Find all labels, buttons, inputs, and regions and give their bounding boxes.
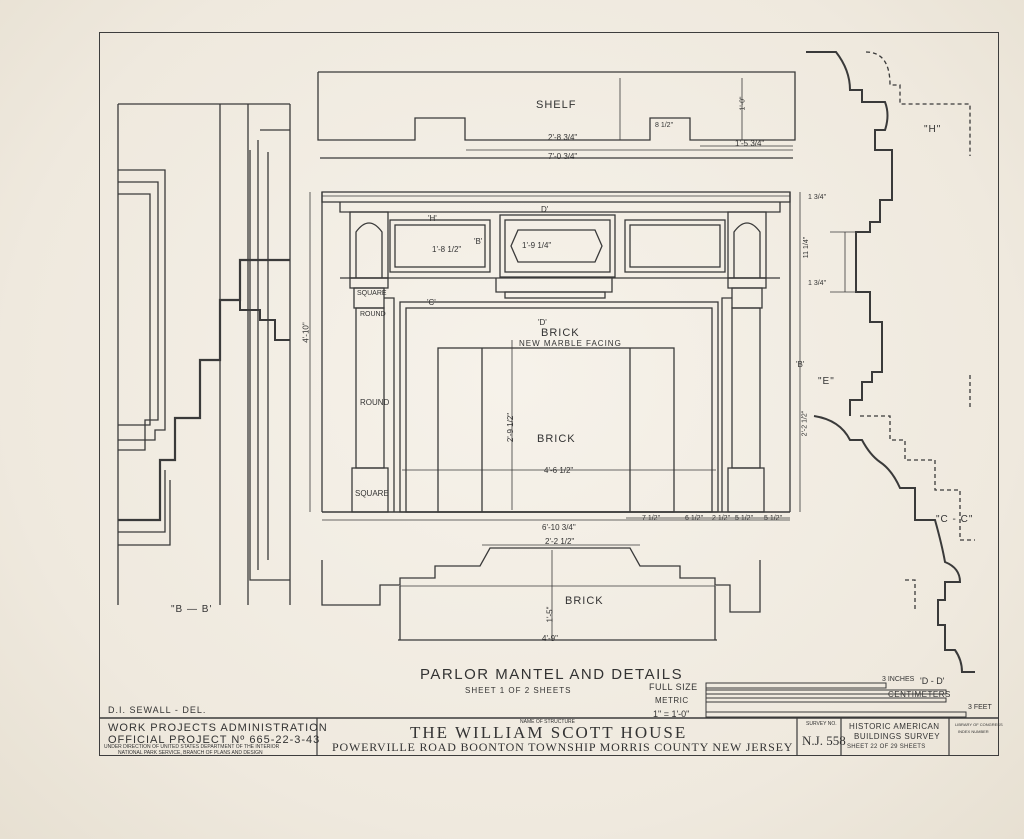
dim-shelf-width: 7'-0 3/4" [548, 152, 578, 161]
mark-c: 'C' [427, 298, 436, 307]
habs-line-1: HISTORIC AMERICAN [849, 722, 940, 731]
square-top-label: SQUARE [357, 290, 387, 297]
mark-b: 'B' [474, 237, 483, 246]
dim-shelf-height: 1'-0" [739, 96, 747, 111]
dim-bottom-4: 5 1/2" [764, 515, 783, 522]
library-line-2: INDEX NUMBER [958, 729, 989, 734]
dim-bottom-3: 5 1/2" [735, 515, 754, 522]
dim-right-3: 1 3/4" [808, 280, 827, 287]
mark-b-right: 'B' [796, 360, 805, 369]
title-block-lines [99, 717, 999, 756]
library-line-1: LIBRARY OF CONGRESS [955, 722, 1003, 727]
round-top-label: ROUND [360, 311, 386, 318]
dim-right-2: 11 1/4" [803, 236, 811, 259]
habs-line-2: BUILDINGS SURVEY [854, 732, 941, 741]
dim-plan-depth: 1'-5" [545, 606, 555, 623]
mark-d-top: D' [541, 205, 549, 214]
marble-facing-label: NEW MARBLE FACING [519, 339, 622, 348]
agency-line-4: NATIONAL PARK SERVICE, BRANCH OF PLANS A… [118, 750, 263, 756]
dim-overall-width: 6'-10 3/4" [542, 523, 576, 532]
scale-full-size: FULL SIZE [649, 682, 698, 692]
agency-line-1: WORK PROJECTS ADMINISTRATION [108, 722, 328, 734]
hearth-plan-drawing [321, 544, 761, 641]
sheet-title: PARLOR MANTEL AND DETAILS [420, 666, 684, 683]
section-bb-label: "B — B' [171, 604, 213, 615]
dim-opening-height: 2'-9 1/2" [506, 412, 516, 443]
brick-center-label: BRICK [537, 433, 576, 445]
dim-bottom-1: 6 1/2" [685, 515, 704, 522]
scale-metric-ratio: 1" = 1'-0" [653, 709, 690, 719]
dim-bottom-2: 2 1/2" [712, 515, 731, 522]
scale-feet: 3 FEET [968, 704, 992, 711]
shelf-plan-drawing [317, 71, 796, 159]
habs-sheet-of: SHEET 22 OF 29 SHEETS [847, 744, 926, 750]
dim-right-4: 2'-2 1/2" [801, 410, 809, 437]
moulding-profile-cc [813, 375, 975, 673]
agency-line-2: OFFICIAL PROJECT Nº 665-22-3-43 [108, 734, 321, 746]
delineator: D.I. SEWALL - DEL. [108, 705, 207, 715]
survey-number: N.J. 558 [802, 733, 846, 748]
dim-shelf-depth: 2'-8 3/4" [548, 133, 578, 142]
scale-bars [705, 682, 967, 718]
dim-plan-top: 2'-2 1/2" [545, 537, 575, 546]
scale-metric: METRIC [655, 696, 689, 705]
section-h-label: "H" [924, 124, 942, 135]
dim-panel-center: 1'-9 1/4" [522, 241, 552, 250]
dim-shelf-side: 1'-5 3/4" [735, 139, 765, 148]
drawing-border [99, 32, 999, 756]
dim-plan-bottom: 4'-9" [542, 634, 558, 643]
moulding-profile-h [806, 51, 971, 416]
structure-location: POWERVILLE ROAD BOONTON TOWNSHIP MORRIS … [332, 740, 794, 754]
scale-section-label: 'D - D' [920, 676, 945, 686]
agency-line-3: UNDER DIRECTION OF UNITED STATES DEPARTM… [104, 744, 280, 750]
scale-centimeters: CENTIMETERS [888, 690, 951, 699]
sheet-subtitle: SHEET 1 OF 2 SHEETS [465, 686, 572, 695]
dim-shelf-step: 8 1/2" [655, 122, 674, 129]
shelf-label: SHELF [536, 99, 577, 111]
section-cc-label: "C - C" [936, 514, 974, 525]
mark-h: 'H' [428, 214, 437, 223]
dim-right-1: 1 3/4" [808, 194, 827, 201]
structure-name: THE WILLIAM SCOTT HOUSE [410, 723, 688, 742]
dim-opening-width: 4'-6 1/2" [544, 466, 574, 475]
dim-bottom-0: 7 1/2" [642, 515, 661, 522]
mantel-elevation-drawing [309, 191, 801, 521]
section-e-label: "E" [818, 376, 835, 387]
section-bb-drawing [117, 103, 291, 605]
scale-full-size-units: 3 INCHES [882, 676, 915, 683]
survey-label: SURVEY NO. [806, 721, 837, 727]
mark-d-mid: 'D' [538, 318, 547, 327]
square-bottom-label: SQUARE [355, 489, 389, 498]
round-mid-label: ROUND [360, 398, 390, 407]
structure-name-label: NAME OF STRUCTURE [520, 719, 575, 725]
dim-overall-height: 4'-10" [301, 322, 311, 343]
brick-top-label: BRICK [541, 327, 580, 339]
dim-panel-left: 1'-8 1/2" [432, 245, 462, 254]
brick-plan-label: BRICK [565, 595, 604, 607]
